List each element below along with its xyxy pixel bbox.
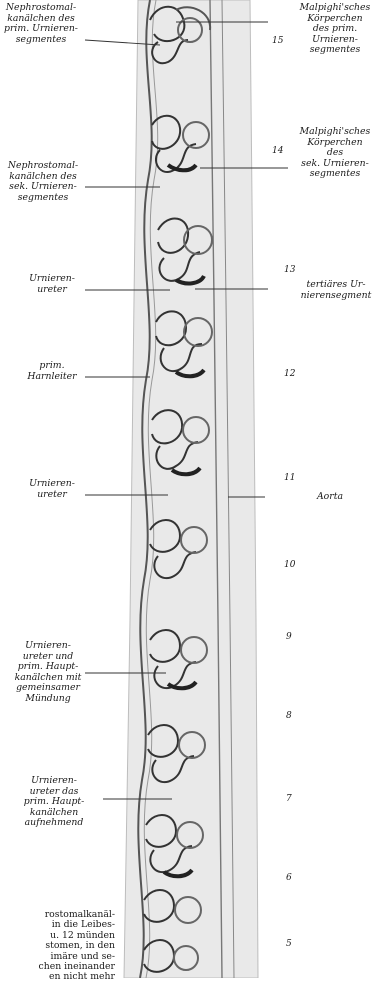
label-prim-harnleiter: prim. Harnleiter <box>22 361 82 382</box>
segment-number-9: 9 <box>286 632 292 642</box>
label-ureter-gemeinsame-muendung: Urnieren- ureter und prim. Haupt- kanälc… <box>6 641 90 705</box>
segment-number-14: 14 <box>272 146 283 156</box>
label-urnieren-ureter-1: Urnieren- ureter <box>22 274 82 295</box>
segment-number-6: 6 <box>286 873 292 883</box>
label-urnieren-ureter-2: Urnieren- ureter <box>22 479 82 500</box>
label-nephrostomal-prim: Nephrostomal- kanälchen des prim. Urnier… <box>2 3 80 45</box>
segment-number-11: 11 <box>284 473 295 483</box>
segment-number-15: 15 <box>272 36 283 46</box>
label-nephrostomal-sek: Nephrostomal- kanälchen des sek. Urniere… <box>0 161 86 203</box>
label-tertiaeres-segment: tertiäres Ur- nierensegment <box>288 280 384 301</box>
segment-number-13: 13 <box>284 265 295 275</box>
label-malpighi-sek: Malpighi'sches Körperchen des sek. Urnie… <box>286 127 384 180</box>
segment-number-7: 7 <box>286 794 292 804</box>
segment-number-12: 12 <box>284 369 295 379</box>
segment-number-8: 8 <box>286 711 292 721</box>
body-text-fragment: rostomalkanäl- in die Leibes- u. 12 münd… <box>0 910 115 983</box>
label-malpighi-prim: Malpighi'sches Körperchen des prim. Urni… <box>286 3 384 56</box>
segment-number-5: 5 <box>286 939 292 949</box>
segment-number-10: 10 <box>284 560 295 570</box>
label-aorta: Aorta <box>290 492 370 503</box>
label-ureter-hauptkanaelchen: Urnieren- ureter das prim. Haupt- kanälc… <box>14 776 94 829</box>
